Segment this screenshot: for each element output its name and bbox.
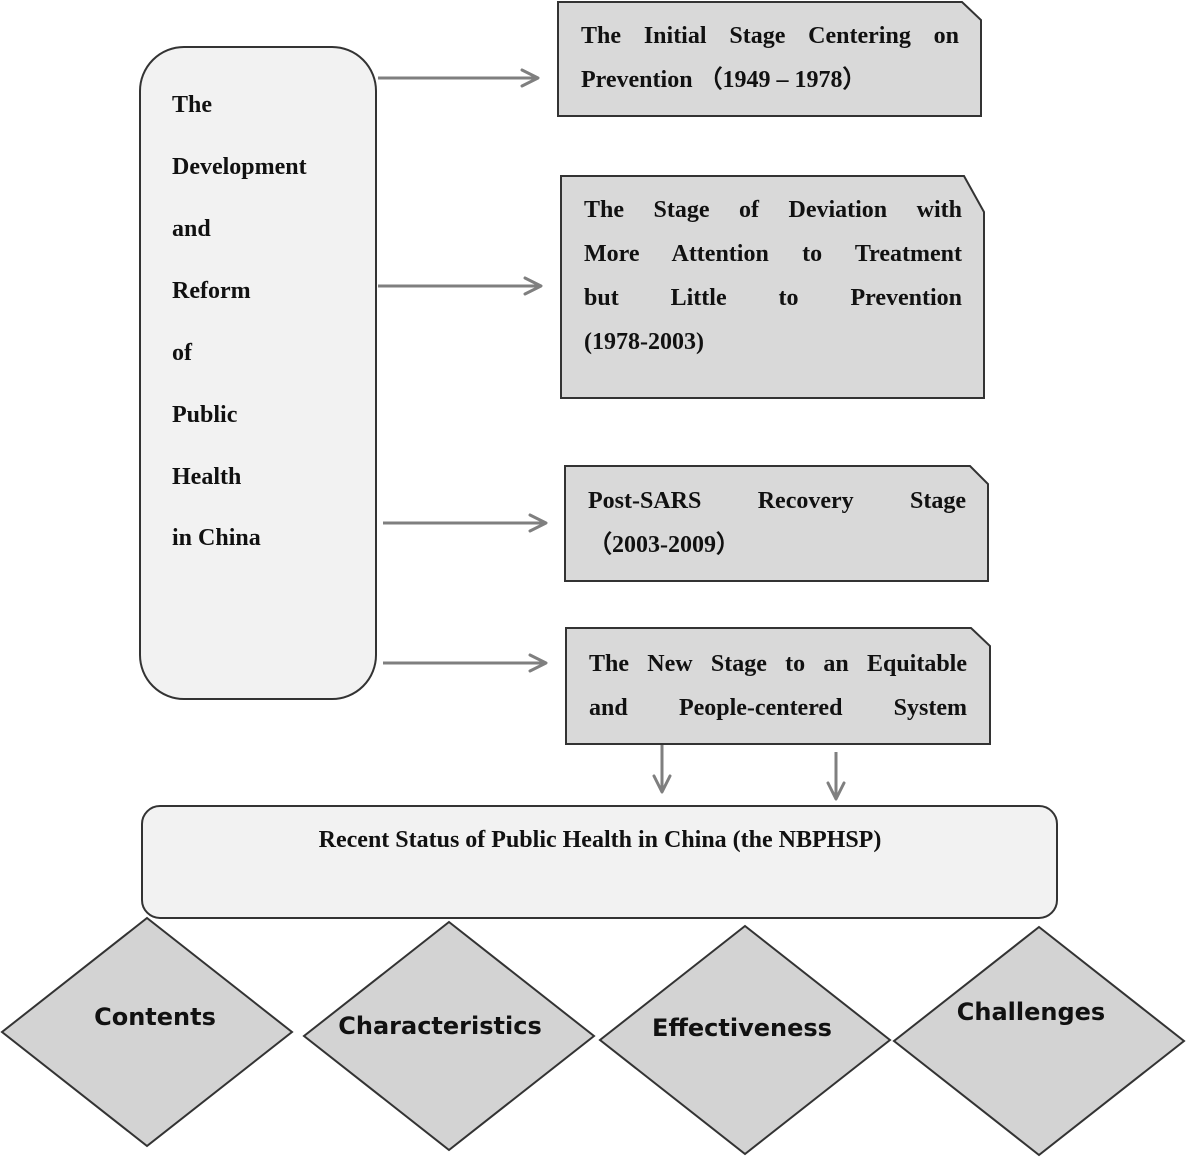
stage-2-text: The Stage of Deviation with More Attenti… <box>584 188 962 364</box>
main-word: Health <box>172 464 242 490</box>
stage-box-2 <box>560 175 985 399</box>
diamond-characteristics <box>302 920 596 1152</box>
stage-4-text: The New Stage to an Equitable and People… <box>589 642 967 730</box>
stage-box-1 <box>557 1 982 117</box>
status-box <box>141 805 1058 919</box>
stage-3-line: Post-SARS Recovery Stage <box>588 488 966 514</box>
main-word: in China <box>172 525 261 551</box>
stage-1-text: The Initial Stage Centering on Preventio… <box>581 14 959 102</box>
stage-2-line: (1978-2003) <box>584 329 704 355</box>
stage-1-line: Prevention （1949 – 1978） <box>581 67 867 93</box>
stage-box-4 <box>565 627 991 745</box>
stage-3-line: （2003-2009） <box>588 532 740 558</box>
main-word: Reform <box>172 278 251 304</box>
main-word: of <box>172 340 192 366</box>
stage-2-line: More Attention to Treatment <box>584 241 962 267</box>
diamond-contents <box>0 916 294 1148</box>
main-word: Development <box>172 154 307 180</box>
main-word: The <box>172 92 213 118</box>
stage-4-line: and People-centered System <box>589 695 967 721</box>
aspect-label-contents: Contents <box>94 1003 216 1031</box>
aspect-label-characteristics: Characteristics <box>338 1012 542 1040</box>
stage-2-line: The Stage of Deviation with <box>584 197 962 223</box>
aspect-label-effectiveness: Effectiveness <box>652 1014 832 1042</box>
status-title: Recent Status of Public Health in China … <box>318 827 882 853</box>
stage-box-3 <box>564 465 989 582</box>
stage-1-line: The Initial Stage Centering on <box>581 23 959 49</box>
stage-2-line: but Little to Prevention <box>584 285 962 311</box>
main-box <box>139 46 377 700</box>
main-word: and <box>172 216 211 242</box>
stage-4-line: The New Stage to an Equitable <box>589 651 967 677</box>
diamond-effectiveness <box>598 924 892 1156</box>
stage-3-text: Post-SARS Recovery Stage （2003-2009） <box>588 479 966 567</box>
aspect-label-challenges: Challenges <box>956 998 1106 1026</box>
diamond-challenges <box>892 925 1186 1157</box>
main-word: Public <box>172 402 238 428</box>
